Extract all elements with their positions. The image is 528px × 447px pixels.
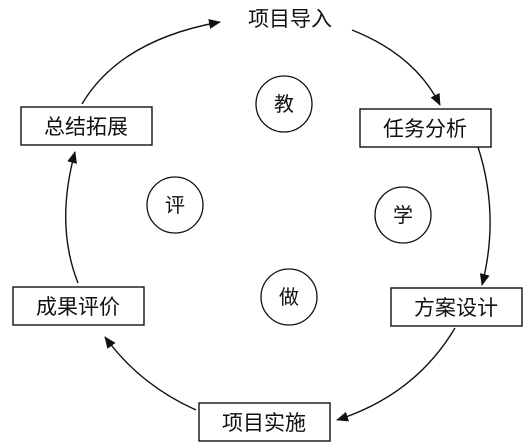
stage-box-left-lower	[12, 286, 145, 326]
stage-label-left-upper: 总结拓展	[44, 115, 128, 139]
arrow-right-lower-to-bottom	[336, 327, 456, 422]
center-circle-do	[260, 268, 318, 326]
center-circle-evaluate	[146, 176, 204, 234]
arrow-right-upper-to-right-lower	[477, 146, 491, 286]
stage-label-left-lower: 成果评价	[36, 295, 120, 319]
arrow-top-to-right-upper	[351, 29, 441, 106]
stage-label-right-upper: 任务分析	[383, 117, 467, 141]
center-label-evaluate: 评	[165, 193, 185, 217]
center-circle-learn	[374, 186, 432, 244]
center-circle-teach	[255, 75, 313, 133]
stage-box-left-upper	[20, 106, 153, 146]
stage-box-right-upper	[359, 108, 492, 148]
center-label-do: 做	[279, 285, 299, 309]
arrow-left-lower-to-left-upper	[65, 151, 79, 284]
stage-box-bottom	[198, 402, 331, 442]
arrow-bottom-to-left-lower	[104, 336, 197, 411]
arrow-left-upper-to-top	[81, 19, 221, 105]
stage-label-right-lower: 方案设计	[414, 296, 498, 320]
center-label-learn: 学	[393, 203, 413, 227]
stage-label-top: 项目导入	[248, 7, 332, 31]
center-label-teach: 教	[274, 92, 294, 116]
stage-box-right-lower	[390, 287, 523, 327]
stage-label-bottom: 项目实施	[222, 411, 306, 435]
